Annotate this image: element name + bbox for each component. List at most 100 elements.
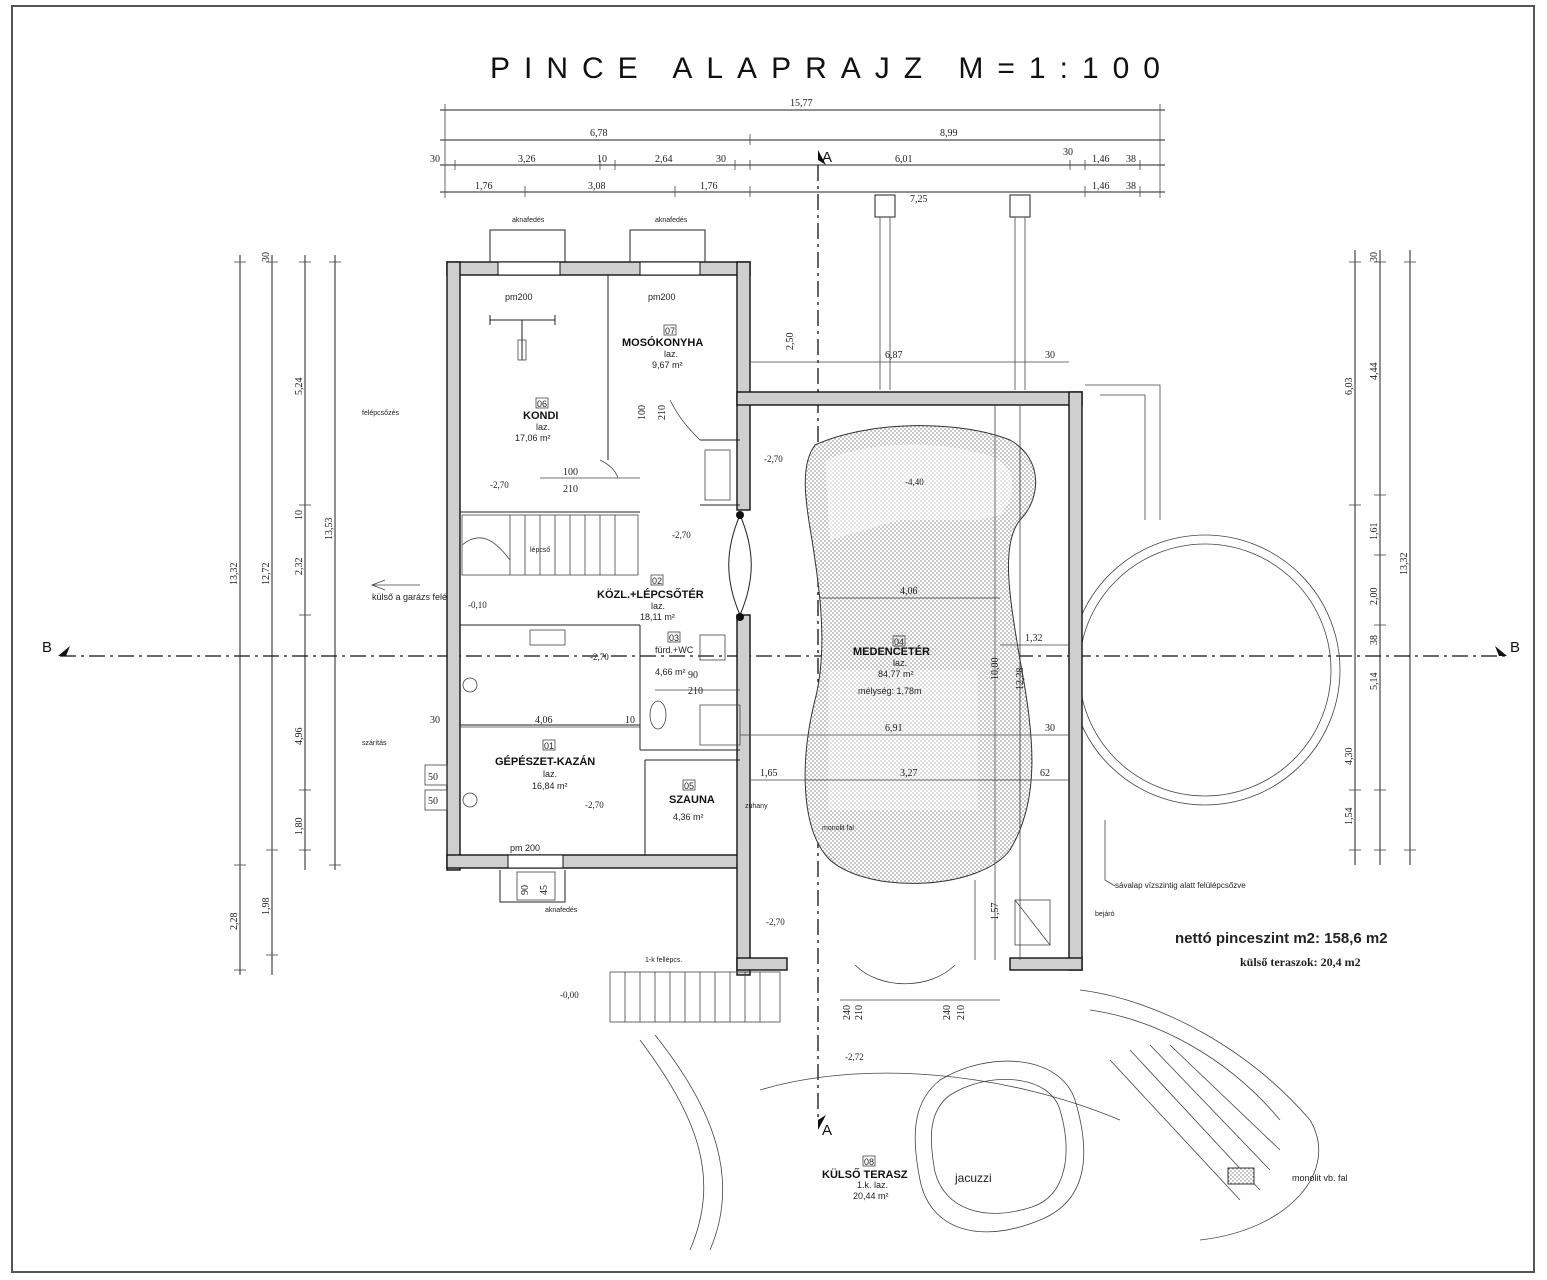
- dim-inner: 30: [1045, 350, 1055, 361]
- dim-inner: 30: [430, 715, 440, 726]
- legend: monolit vb. fal: [1227, 1167, 1348, 1185]
- opening-mark: 210: [854, 1005, 865, 1020]
- room-area: 16,84 m²: [532, 781, 568, 791]
- dim-top: 6,01: [895, 154, 913, 165]
- level-marks: -2,70 -2,70 -2,70 -2,70 -0,10 -2,70 -2,7…: [468, 454, 924, 1062]
- sheet-frame: [11, 5, 1535, 1273]
- dim-left: 1,98: [261, 898, 272, 916]
- opening-mark: 50: [428, 796, 438, 807]
- level-mark: -2,70: [590, 652, 609, 662]
- dim-top-left: 6,78: [590, 128, 608, 139]
- dim-top: 3,26: [518, 154, 536, 165]
- section-a-bottom-label: A: [822, 1122, 832, 1139]
- note: aknafedés: [655, 217, 688, 224]
- note: aknafedés: [512, 217, 545, 224]
- equipment-symbols: [424, 315, 731, 811]
- dim-left: 1,80: [294, 818, 305, 836]
- dim-right: 30: [1369, 252, 1380, 262]
- section-a-top-label: A: [822, 149, 832, 166]
- level-mark: -2,70: [672, 530, 691, 540]
- opening-mark: 210: [657, 405, 668, 420]
- dim-inner: 2,50: [785, 333, 796, 351]
- jacuzzi-label: jacuzzi: [954, 1171, 992, 1185]
- dim-left: 13,53: [324, 518, 335, 541]
- opening-mark: 90: [688, 670, 698, 681]
- staircase: [461, 514, 781, 1023]
- dim-top: 2,64: [655, 154, 673, 165]
- room-area: 4,36 m²: [673, 812, 704, 822]
- dim-inner: 10,00: [990, 658, 1001, 681]
- room-floor: laz.: [651, 601, 665, 611]
- dim-right: 4,44: [1369, 363, 1380, 381]
- opening-mark: pm200: [648, 292, 676, 302]
- terrace-area-summary: külső teraszok: 20,4 m2: [1240, 955, 1361, 969]
- level-mark: -2,70: [766, 917, 785, 927]
- left-dimension-chains: 13,32 12,72 5,24 2,32 4,96 1,80 13,53 2,…: [229, 252, 341, 975]
- section-line-b: B B: [42, 639, 1520, 657]
- room-floor: 1.k. laz.: [857, 1180, 888, 1190]
- opening-mark: 210: [956, 1005, 967, 1020]
- room-floor: laz.: [536, 422, 550, 432]
- dim-inner: 1,65: [760, 768, 778, 779]
- dim-top: 38: [1126, 154, 1136, 165]
- inner-dimensions: 4,06 10 6,91 30 1,65 3,27 62 30 4,06 6,8…: [430, 333, 1069, 960]
- door-symbols: [529, 399, 752, 746]
- note: szárítás: [362, 740, 387, 747]
- level-mark: -2,72: [845, 1052, 864, 1062]
- swimming-pool: [804, 425, 1051, 946]
- dim-right: 13,32: [1399, 553, 1410, 576]
- level-mark: -2,70: [585, 800, 604, 810]
- opening-mark: 210: [688, 686, 703, 697]
- opening-mark: pm 200: [510, 843, 540, 853]
- opening-mark: 50: [428, 772, 438, 783]
- room-floor: laz.: [543, 769, 557, 779]
- dim-top: 1,76: [475, 181, 493, 192]
- note: bejáró: [1095, 911, 1115, 918]
- dim-inner: 10: [625, 715, 635, 726]
- room-name: SZAUNA: [669, 794, 715, 806]
- room-area: 4,66 m²: [655, 667, 686, 677]
- room-szauna: 05 SZAUNA 4,36 m²: [669, 779, 715, 822]
- dim-left: 13,32: [229, 563, 240, 586]
- room-number: 07: [665, 326, 675, 336]
- room-area: 84,77 m²: [878, 669, 914, 679]
- dim-right: 5,14: [1369, 673, 1380, 691]
- room-gepeszet: 01 GÉPÉSZET-KAZÁN laz. 16,84 m²: [495, 739, 595, 791]
- room-medence: 04 MEDENCETÉR laz. 84,77 m² mélység: 1,7…: [853, 635, 930, 696]
- section-b-left-label: B: [42, 639, 52, 656]
- dim-top: 30: [430, 154, 440, 165]
- section-line-a: A A: [817, 149, 832, 1139]
- dim-right: 4,30: [1344, 748, 1355, 766]
- dim-left: 30: [261, 252, 272, 262]
- dim-top-right: 8,99: [940, 128, 958, 139]
- room-number: 03: [669, 633, 679, 643]
- room-number: 01: [544, 741, 554, 751]
- level-mark: -0,10: [468, 600, 487, 610]
- opening-mark: 90: [520, 885, 531, 895]
- opening-mark: 7,25: [910, 194, 928, 205]
- dim-left: 4,96: [294, 728, 305, 746]
- room-kozlekedo: 02 KÖZL.+LÉPCSŐTÉR laz. 18,11 m²: [597, 574, 704, 622]
- legend-hatch-swatch: [1227, 1167, 1255, 1185]
- opening-mark: 240: [842, 1005, 853, 1020]
- note: sávalap vízszintig alatt felülépcsőzve: [1115, 881, 1246, 890]
- note: monolit fal: [822, 825, 854, 832]
- dim-inner: 6,91: [885, 723, 903, 734]
- room-area: 9,67 m²: [652, 360, 683, 370]
- room-name: GÉPÉSZET-KAZÁN: [495, 755, 595, 768]
- room-area: 20,44 m²: [853, 1191, 889, 1201]
- dim-right: 38: [1369, 635, 1380, 645]
- annotation-notes: külső a garázs felé aknafedés aknafedés …: [362, 217, 1246, 964]
- drawing-title: PINCE ALAPRAJZ M=1:100: [490, 52, 1174, 85]
- dim-top: 1,46: [1092, 181, 1110, 192]
- opening-mark: 45: [539, 885, 550, 895]
- room-mosokonyha: 07 MOSÓKONYHA laz. 9,67 m²: [622, 324, 703, 370]
- level-mark: -2,70: [490, 480, 509, 490]
- net-area-summary: nettó pinceszint m2: 158,6 m2: [1175, 930, 1388, 947]
- dim-right: 2,00: [1369, 588, 1380, 606]
- room-name: fürd.+WC: [655, 645, 694, 655]
- dim-inner: 4,06: [535, 715, 553, 726]
- room-zuhany: 03 fürd.+WC 4,66 m²: [655, 631, 694, 677]
- level-mark: -2,70: [764, 454, 783, 464]
- opening-mark: 240: [942, 1005, 953, 1020]
